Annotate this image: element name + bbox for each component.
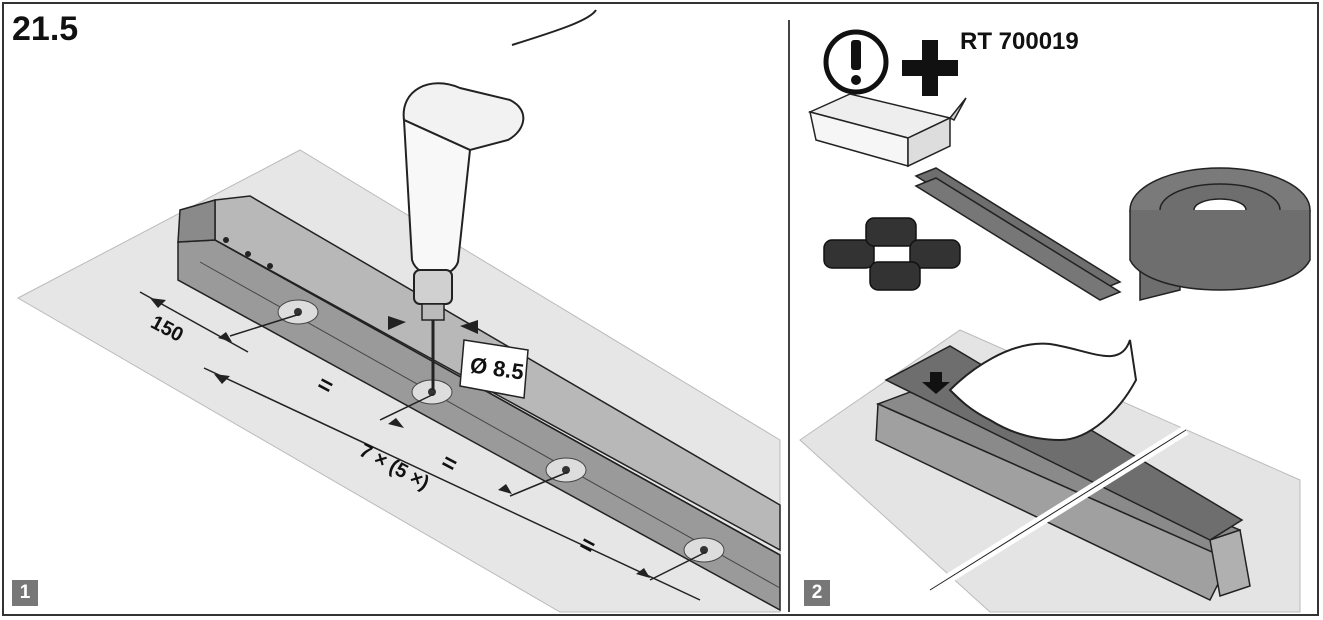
felt-pads-icon [823, 217, 961, 291]
part-number-label: RT 700019 [960, 28, 1079, 55]
felt-application-illustration [799, 29, 1311, 613]
step-number: 21.5 [12, 10, 79, 48]
rail-hole [223, 237, 229, 243]
rail-hole [267, 263, 273, 269]
rail-end-face [177, 199, 216, 243]
dimension-lines [139, 291, 707, 601]
dimension-arrows [150, 298, 650, 578]
felt-roll-icon [1129, 167, 1311, 301]
hand-icon [948, 339, 1138, 442]
box-icon [807, 93, 967, 168]
panel-divider [788, 20, 790, 612]
diameter-callout-box [459, 339, 529, 399]
plus-icon [902, 40, 958, 96]
felt-strips-icon [914, 167, 1122, 301]
panel-2-badge: 2 [804, 580, 830, 606]
panel-1-badge: 1 [12, 580, 38, 606]
press-arrow-icon [922, 372, 950, 394]
warning-icon [823, 29, 889, 95]
rail-front-face [875, 402, 1232, 601]
drill-icon [402, 9, 597, 390]
panel-1-drilling: 150 Ø 8.5 = = = 7 × (5 ×) 1 [12, 9, 781, 613]
panel-2-felt: 2 [790, 0, 1319, 616]
drilling-illustration [16, 9, 781, 613]
rail-hole [245, 251, 251, 257]
